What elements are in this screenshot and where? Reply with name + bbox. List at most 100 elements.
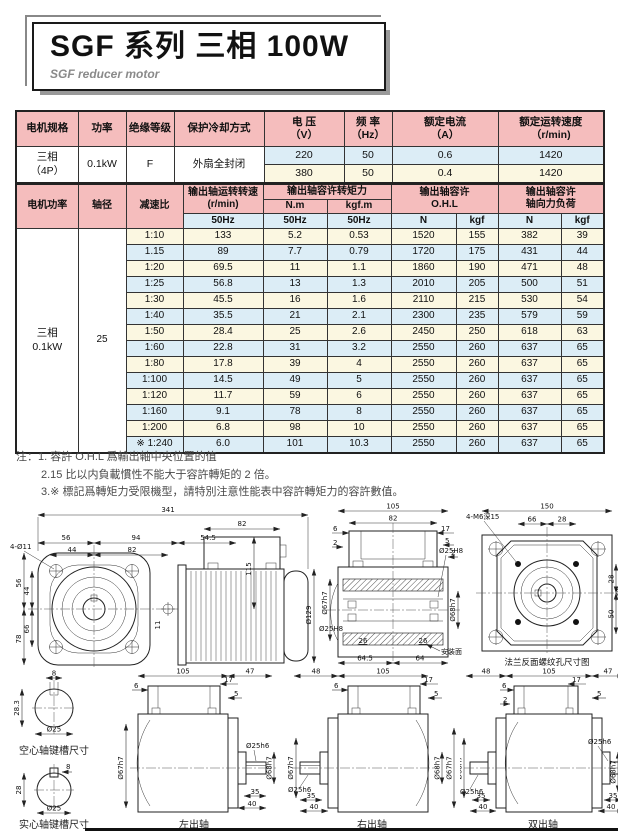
flange-dimensions: 4-M6深15 150 66 28 28 50 134 法兰反面螺纹孔尺寸图 (466, 503, 618, 668)
note-line: 3.※ 標記爲轉矩力受限機型，請特別注意性能表中容許轉矩力的容許數值。 (41, 486, 404, 499)
perf-value-cell: 59 (262, 388, 328, 405)
dim-label: 2 (451, 549, 455, 557)
dim-label: 47 (246, 668, 255, 676)
dim-label: 94 (132, 534, 141, 542)
dim-label: 5 (434, 690, 438, 698)
perf-value-cell: 28.4 (182, 324, 264, 341)
dim-label: 115 (245, 562, 253, 575)
perf-value-cell: 4 (326, 356, 392, 373)
perf-value-cell: 51 (560, 276, 605, 293)
perf-value-cell: 2450 (390, 324, 457, 341)
perf-sub-n: N (390, 213, 457, 229)
perf-power-cell: 三相 0.1kW (15, 228, 79, 454)
perf-sub-kgf: kgf (455, 213, 499, 229)
dim-label: 2 (333, 539, 337, 547)
perf-value-cell: 1720 (390, 244, 457, 261)
perf-value-cell: 2550 (390, 356, 457, 373)
dim-label: Ø67h7 (117, 756, 125, 779)
solid-keyway-drawing: 8 28 Ø25 (15, 763, 74, 816)
flange-view (476, 527, 618, 655)
spec-header-cell: 电机规格 (15, 110, 79, 147)
dim-label: Ø68h7 (610, 760, 618, 783)
perf-value-cell: 1.1 (326, 260, 392, 277)
dim-label: 35 (477, 792, 486, 800)
double-shaft-label: 双出轴 (528, 820, 558, 831)
footer-rule (85, 828, 618, 831)
double-shaft-view (464, 685, 618, 813)
perf-value-cell: 260 (455, 436, 499, 454)
perf-value-cell: 1.6 (326, 292, 392, 309)
perf-value-cell: 2300 (390, 308, 457, 325)
dim-label: 6 (333, 525, 338, 533)
perf-value-cell: 175 (455, 244, 499, 261)
perf-value-cell: 65 (560, 372, 605, 389)
dim-label: 105 (376, 668, 389, 676)
perf-value-cell: 250 (455, 324, 499, 341)
dim-label: Ø25h6 (246, 742, 270, 750)
dim-label: 56 (62, 534, 71, 542)
perf-value-cell: 21 (262, 308, 328, 325)
perf-value-cell: 11 (262, 260, 328, 277)
dim-label: Ø25h6 (460, 788, 484, 796)
perf-value-cell: 10 (326, 420, 392, 437)
dim-label: 安装面 (441, 647, 462, 656)
dim-label: 26 (419, 637, 428, 645)
perf-header-kgfm: kgf.m (326, 199, 392, 214)
perf-value-cell: 8 (326, 404, 392, 421)
perf-value-cell: 16 (262, 292, 328, 309)
dim-label: 341 (161, 506, 174, 514)
perf-value-cell: 155 (455, 228, 499, 245)
dim-label: 11 (154, 621, 162, 630)
perf-value-cell: 637 (497, 388, 562, 405)
perf-sub-50hz: 50Hz (182, 213, 264, 229)
dim-label: 54.5 (200, 534, 216, 542)
perf-header-row1: 电机功率 轴径 减速比 输出轴运转转速 (r/min) 输出轴容许转矩力 输出轴… (15, 183, 605, 229)
perf-value-cell: 2550 (390, 436, 457, 454)
dim-label: Ø25H8 (439, 547, 463, 555)
drawings-bottom-row: 8 28.3 Ø25 空心轴键槽尺寸 8 28 Ø25 实心轴键槽尺寸 (8, 668, 618, 831)
perf-value-cell: 1860 (390, 260, 457, 277)
dim-label: 8 (52, 670, 56, 678)
perf-value-cell: 13 (262, 276, 328, 293)
perf-header-row2: N.m kgf.m (16, 199, 604, 214)
perf-value-cell: 65 (560, 340, 605, 357)
motor-side-view (177, 536, 309, 666)
spec-header-cell: 额定运转速度 （r/min) (497, 110, 605, 147)
perf-value-cell: 1520 (390, 228, 457, 245)
perf-value-cell: 63 (560, 324, 605, 341)
dim-label: 28 (15, 786, 23, 795)
dim-label: 17 (424, 676, 433, 684)
dim-label: 48 (482, 668, 491, 676)
flange-caption: 法兰反面螺纹孔尺寸图 (504, 657, 589, 668)
spec-header-cell: 功率 (77, 110, 127, 147)
perf-value-cell: 6 (326, 388, 392, 405)
perf-value-cell: 65 (560, 420, 605, 437)
perf-shaft-cell: 25 (77, 228, 127, 454)
right-shaft-label: 右出轴 (357, 820, 387, 831)
perf-value-cell: 235 (455, 308, 499, 325)
perf-ratio-cell: 1:160 (125, 404, 184, 421)
perf-ratio-cell: 1:100 (125, 372, 184, 389)
dim-label: Ø68h7 (266, 756, 274, 779)
perf-value-cell: 49 (262, 372, 328, 389)
perf-value-cell: 45.5 (182, 292, 264, 309)
perf-value-cell: 637 (497, 356, 562, 373)
dim-label: 26 (359, 637, 368, 645)
gearbox-front-view (28, 545, 178, 668)
dim-label: 17 (441, 525, 450, 533)
dim-label: 47 (604, 668, 613, 676)
perf-header-ratio: 减速比 (125, 183, 184, 229)
dim-label: 5 (234, 690, 238, 698)
perf-value-cell: 2010 (390, 276, 457, 293)
spec-cell-power: 0.1kW (77, 146, 127, 184)
perf-value-cell: 431 (497, 244, 562, 261)
perf-value-cell: 39 (560, 228, 605, 245)
perf-value-cell: 31 (262, 340, 328, 357)
